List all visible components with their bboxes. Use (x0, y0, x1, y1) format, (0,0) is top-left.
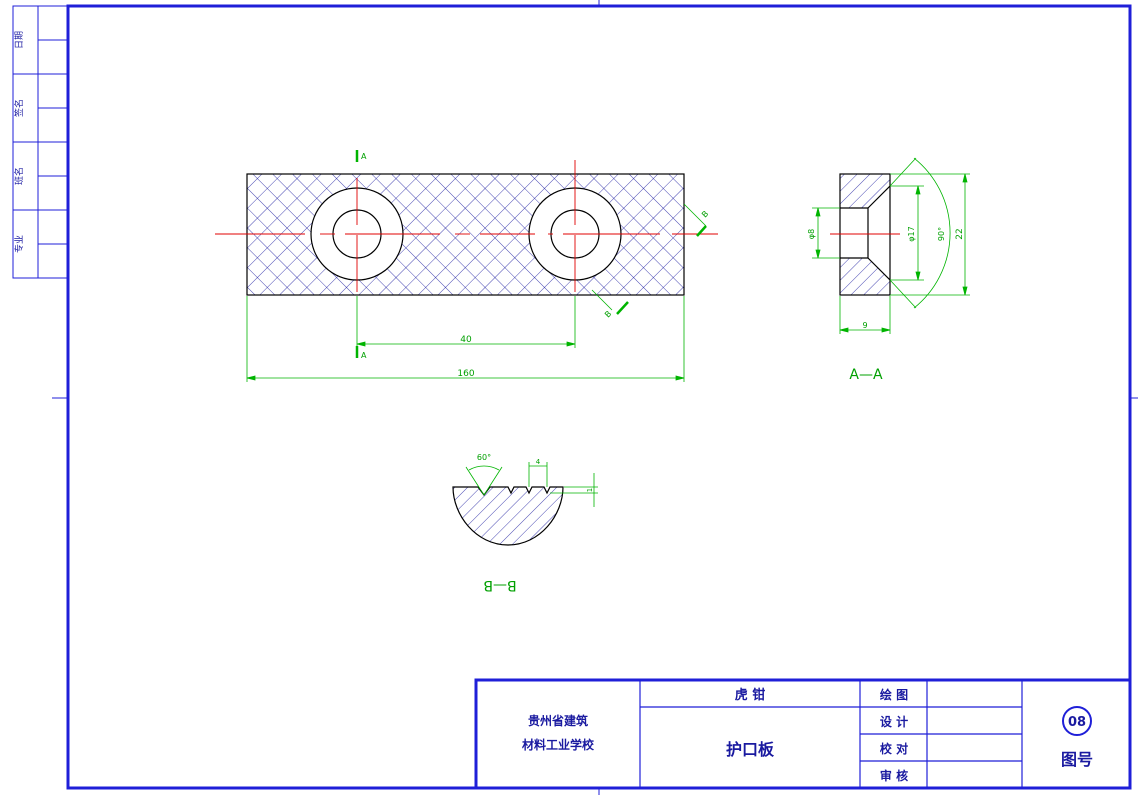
section-aa-view: φ8 φ17 90° 22 9 A—A (807, 157, 970, 383)
bb-dim-depth: 1 (586, 488, 594, 492)
section-aa-dimensions (812, 157, 970, 334)
front-view: A A B B 40 160 (215, 150, 718, 382)
aa-dim-large-diameter: φ17 (907, 226, 916, 241)
aa-dim-angle: 90° (937, 227, 946, 241)
front-centerlines (215, 160, 718, 292)
assembly-name: 虎 钳 (735, 687, 766, 703)
section-aa-outline (839, 173, 891, 296)
part-name: 护口板 (726, 740, 775, 759)
section-mark-b-bottom: B (603, 309, 613, 319)
aa-dim-width: 9 (862, 321, 867, 330)
section-bb-dimensions (465, 462, 598, 507)
dim-overall-length: 160 (457, 369, 474, 379)
section-b-marks: B B (591, 203, 710, 319)
side-binding-table: 日期 签名 班名 专业 (12, 5, 69, 279)
aa-dim-height: 22 (955, 228, 965, 239)
drawing-number-circle (1062, 706, 1092, 736)
bb-dim-pitch: 4 (536, 458, 541, 466)
trim-marks (52, 0, 1138, 795)
side-label-class: 班名 (13, 167, 25, 185)
side-label-date: 日期 (14, 31, 25, 49)
section-mark-b-right: B (700, 209, 710, 219)
section-aa-hatch-top (840, 174, 890, 208)
side-label-major: 专业 (13, 235, 25, 253)
aa-dim-small-diameter: φ8 (807, 229, 816, 239)
school-name-line1: 贵州省建筑 (528, 713, 588, 728)
front-view-outline (246, 173, 685, 296)
section-mark-a-bottom: A (361, 351, 367, 360)
section-bb-label: B—B (483, 577, 516, 593)
role-check: 校 对 (880, 741, 908, 756)
role-design: 设 计 (880, 714, 908, 729)
section-bb-shape (452, 486, 564, 546)
role-review: 审 核 (880, 768, 908, 783)
side-label-signature: 签名 (13, 99, 25, 117)
section-mark-a-top: A (361, 152, 367, 161)
bb-dim-angle: 60° (477, 453, 491, 462)
dim-hole-spacing: 40 (460, 335, 472, 345)
title-block: 贵州省建筑 材料工业学校 虎 钳 护口板 绘 图 设 计 校 对 审 核 08 … (474, 678, 1132, 790)
role-draw: 绘 图 (880, 687, 908, 702)
section-aa-hatch-bottom (840, 258, 890, 295)
front-dimensions (246, 296, 685, 382)
drawing-number: 08 (1068, 715, 1086, 730)
school-name-line2: 材料工业学校 (521, 737, 595, 752)
drawing-number-label: 图号 (1061, 750, 1093, 769)
section-bb-view: 60° 4 1 B—B (452, 453, 598, 593)
drawing-border (66, 4, 1132, 790)
section-aa-label: A—A (849, 367, 883, 383)
